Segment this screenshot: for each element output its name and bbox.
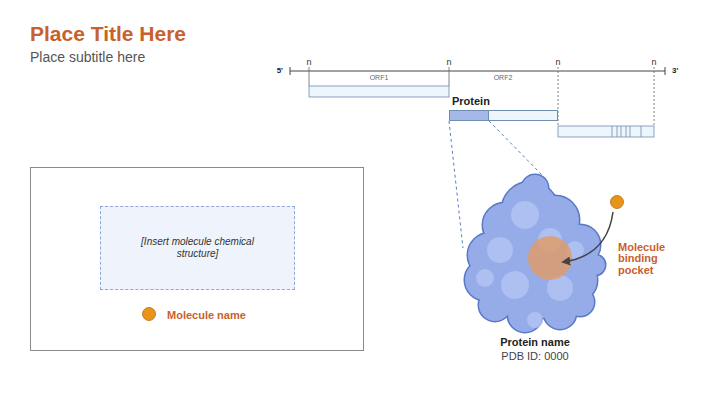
- blob-highlight: [487, 237, 513, 263]
- callout-label: Molecule binding pocket: [618, 242, 678, 277]
- position-marker: n: [555, 57, 560, 68]
- blob-lobe: [522, 175, 548, 201]
- binding-arrow: [563, 212, 613, 262]
- segment-stroke: [630, 126, 631, 137]
- orf-label: ORF2: [494, 74, 513, 82]
- strand-end: 5': [277, 66, 283, 76]
- segment-stroke: [621, 126, 622, 137]
- bar-heading: Protein: [452, 95, 490, 107]
- blob-lobe: [508, 298, 542, 332]
- dashed-zoom-line: [449, 121, 463, 248]
- orf-boundary: [309, 67, 310, 86]
- orf-boundary: [449, 67, 450, 86]
- structure-placeholder: [Insert molecule chemical structure]: [100, 206, 295, 290]
- orf-label: ORF1: [370, 74, 389, 82]
- orf3-segments: [612, 126, 641, 137]
- protein-blob: [455, 170, 627, 365]
- pdb-id: PDB ID: 0000: [501, 350, 568, 362]
- position-marker: n: [446, 57, 451, 68]
- protein-structure: Protein namePDB ID: 0000: [455, 170, 627, 365]
- blob-lobe: [585, 255, 605, 275]
- blob-lobe: [522, 175, 548, 201]
- blob-highlight: [476, 269, 494, 287]
- segment-stroke: [617, 126, 618, 137]
- blob-lobe: [585, 255, 605, 275]
- blob-highlight: [501, 271, 529, 299]
- genome-end: [290, 67, 291, 75]
- position-marker: n: [651, 57, 656, 68]
- title: Place Title Here: [30, 22, 186, 46]
- binding-pocket: [528, 236, 572, 280]
- molecule-panel: [Insert molecule chemical structure] Mole…: [30, 167, 364, 351]
- dashed-zoom-line: [489, 121, 547, 180]
- protein-segment: [449, 110, 489, 121]
- genome-line: [290, 71, 665, 72]
- molecule-dot: [143, 308, 156, 321]
- blob-outline: [465, 175, 605, 332]
- segment-stroke: [626, 126, 627, 137]
- blob-fill: [465, 175, 605, 332]
- strand-end: 3': [672, 66, 678, 76]
- orf2-remainder: [489, 110, 558, 121]
- position-marker: n: [306, 57, 311, 68]
- protein-name: Protein name: [500, 336, 570, 348]
- molecule-name: Molecule name: [167, 309, 246, 321]
- blob-highlight: [511, 201, 539, 229]
- subtitle: Place subtitle here: [30, 49, 145, 66]
- placeholder-text: [Insert molecule chemical structure]: [123, 236, 273, 261]
- blob-highlight: [527, 312, 543, 328]
- orf-boundary: [654, 67, 655, 126]
- molecule-dot: [611, 196, 624, 209]
- segment-stroke: [641, 126, 642, 137]
- protein-orf-bar: Protein: [449, 95, 558, 122]
- orf3-bar: [558, 126, 654, 137]
- orf1-bar: [309, 86, 449, 97]
- segment-stroke: [612, 126, 613, 137]
- blob-lobe: [508, 298, 542, 332]
- genome-end: [665, 67, 666, 75]
